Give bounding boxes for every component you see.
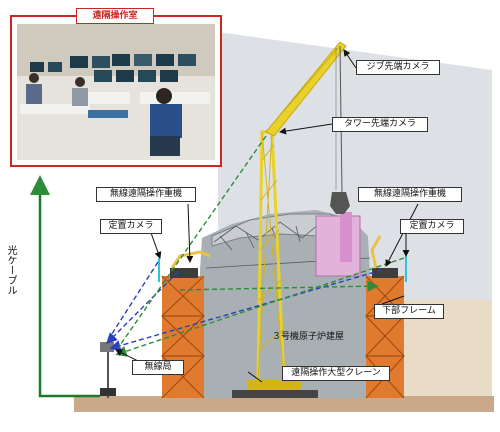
desk-left [20,104,90,114]
control-room-photo [10,15,222,167]
reactor-pink-structure [315,215,361,277]
wireless-station-label: 無線局 [132,360,184,375]
optical-cable-line [30,175,100,398]
operator-middle [72,77,88,106]
tower-camera-label: タワー先端カメラ [332,117,428,132]
wireless-station-pole [100,342,116,398]
ground-slab [74,396,494,412]
fixed-camera-right-label: 定置カメラ [400,219,464,234]
control-console [88,110,128,118]
big-crane-label: 遠隔操作大型クレーン [282,366,390,381]
desk-right [140,92,210,104]
wireless-machine-left-label: 無線遠隔操作重機 [96,187,196,202]
control-room-title: 遠隔操作室 [76,8,154,24]
fixed-camera-left-label: 定置カメラ [100,219,162,234]
big-crane [232,41,350,398]
optical-cable-label: 光ケーブル [5,245,16,295]
desk-front [80,92,130,104]
monitor-wall [30,54,196,82]
operator-right [150,88,182,156]
reactor-building-label: ３号機原子炉建屋 [272,332,345,342]
signal-paths [106,135,405,357]
jib-camera-label: ジブ先端カメラ [356,60,440,75]
lower-frame-label: 下部フレーム [374,304,444,319]
reactor-pink-column [340,212,352,262]
wireless-machine-right-label: 無線遠隔操作重機 [358,187,462,202]
left-frame-tower [161,250,211,399]
operator-left [26,73,42,104]
